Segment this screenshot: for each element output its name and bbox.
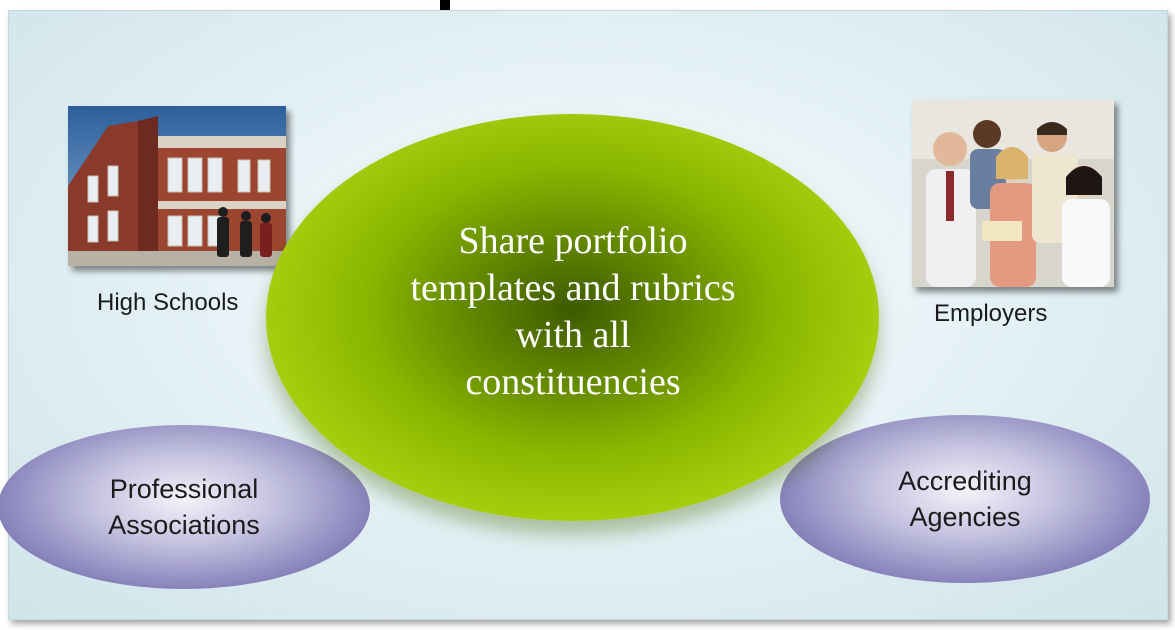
hub-line-4: constituencies — [465, 361, 681, 403]
high-schools-label: High Schools — [97, 289, 239, 316]
central-hub-text: Share portfolio templates and rubrics wi… — [340, 218, 806, 406]
central-hub-ellipse — [266, 114, 879, 521]
accrediting-agencies-line-1: Accrediting — [898, 466, 1032, 496]
hub-line-3: with all — [515, 314, 631, 356]
hub-line-1: Share portfolio — [458, 220, 688, 262]
hub-line-2: templates and rubrics — [410, 267, 736, 309]
accrediting-agencies-node: Accrediting Agencies — [780, 415, 1150, 583]
school-building-photo — [68, 106, 286, 266]
professional-associations-line-2: Associations — [108, 510, 260, 540]
accrediting-agencies-line-2: Agencies — [909, 502, 1021, 532]
professional-associations-node: Professional Associations — [0, 425, 370, 589]
professional-associations-line-1: Professional — [109, 474, 259, 504]
title-fragment — [428, 0, 458, 14]
employers-group-photo — [912, 99, 1114, 287]
accrediting-agencies-label: Accrediting Agencies — [898, 463, 1032, 535]
professional-associations-label: Professional Associations — [108, 471, 260, 543]
employers-label: Employers — [934, 300, 1048, 327]
